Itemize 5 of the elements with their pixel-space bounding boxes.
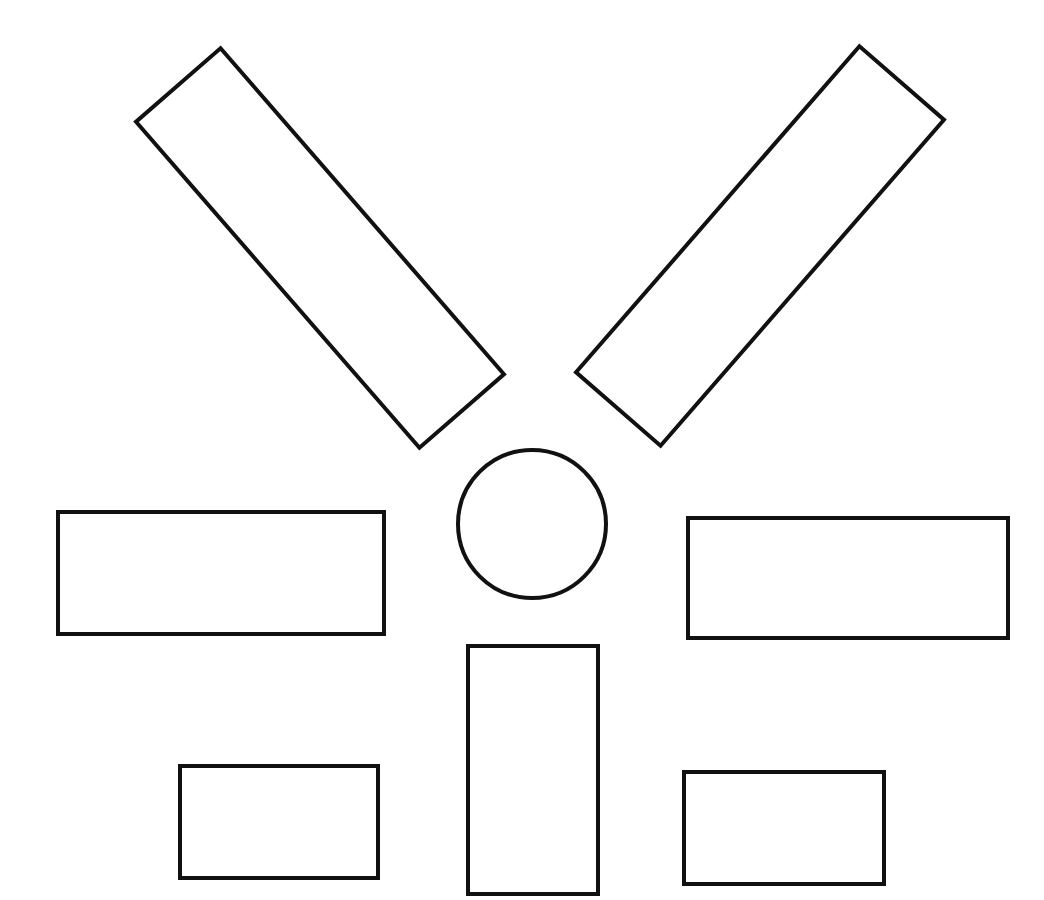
empty-box (177, 764, 379, 880)
empty-box (682, 770, 886, 886)
empty-box (55, 509, 385, 635)
empty-box (465, 644, 599, 896)
empty-box (686, 516, 1010, 640)
